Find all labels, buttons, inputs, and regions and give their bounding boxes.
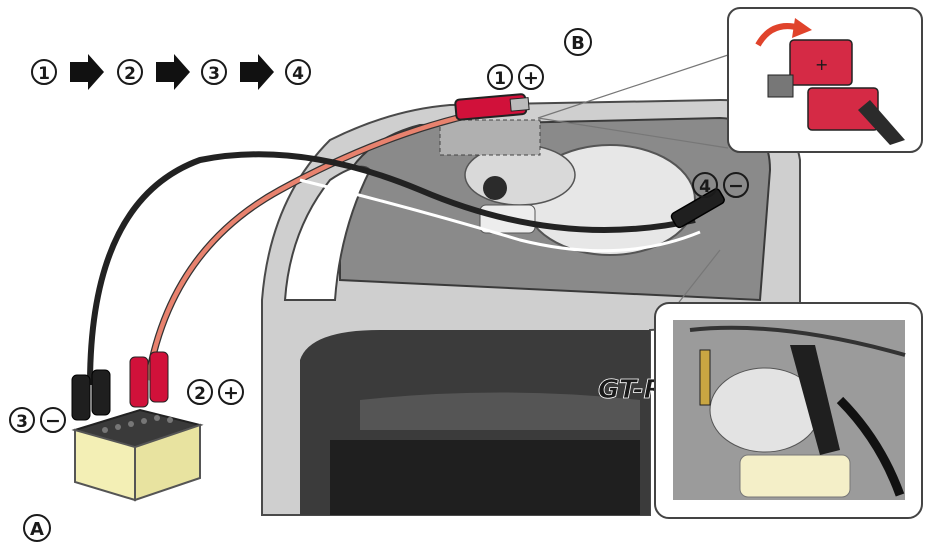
callout-step1-positive: 1 + bbox=[487, 64, 544, 90]
bumper-shade bbox=[360, 392, 640, 430]
callout-a: A bbox=[23, 514, 51, 542]
callout-step4-negative: 4 − bbox=[692, 172, 749, 198]
inset-cable-2 bbox=[689, 325, 906, 357]
inset-reservoir bbox=[739, 454, 851, 498]
step1-number: 1 bbox=[494, 69, 506, 89]
arrow-right-icon bbox=[70, 54, 104, 90]
clamps bbox=[71, 93, 725, 421]
terminal-cover-base bbox=[807, 87, 879, 131]
step-circle bbox=[31, 59, 57, 85]
callout-b: B bbox=[564, 28, 592, 56]
step2-number: 2 bbox=[194, 384, 206, 404]
booster-battery bbox=[71, 408, 204, 502]
negative-cable bbox=[87, 151, 696, 386]
step3-number: 3 bbox=[16, 412, 28, 432]
engine-cap bbox=[483, 176, 507, 200]
positive-clamp-car bbox=[454, 93, 530, 121]
step-circle bbox=[201, 59, 227, 85]
sequence-step-2: 2 bbox=[124, 64, 136, 84]
step-circle bbox=[117, 59, 143, 85]
sequence-legend: 1 2 3 4 bbox=[31, 54, 311, 90]
terminal-cover-open bbox=[789, 39, 853, 86]
battery-side bbox=[134, 423, 201, 502]
vehicle-label: B bbox=[571, 33, 585, 54]
battery-compartment bbox=[439, 119, 541, 156]
battery-label: A bbox=[30, 519, 44, 540]
terminal-post bbox=[767, 74, 794, 98]
callout-step2-positive: 2 + bbox=[187, 379, 244, 405]
arrow-right-icon bbox=[240, 54, 274, 90]
inset-clamp bbox=[790, 345, 840, 455]
step4-number: 4 bbox=[699, 177, 711, 197]
step1-sign: + bbox=[523, 67, 539, 89]
arrow-head-icon bbox=[792, 18, 812, 38]
inset-bolt bbox=[699, 349, 711, 406]
callout-step3-negative: 3 − bbox=[9, 407, 66, 433]
cable-sheath bbox=[299, 178, 701, 253]
negative-clamp-battery bbox=[71, 369, 111, 421]
sequence-step-1: 1 bbox=[38, 64, 50, 84]
arrow-right-icon bbox=[156, 54, 190, 90]
step4-sign: − bbox=[728, 175, 744, 197]
positive-clamp-battery bbox=[129, 351, 169, 408]
emblem-text: GT-R bbox=[598, 375, 664, 405]
gtr-emblem: GT-R bbox=[598, 375, 664, 406]
inset-cable bbox=[836, 396, 905, 497]
step3-sign: − bbox=[45, 410, 61, 432]
inset-terminal-cover: + bbox=[537, 7, 923, 153]
inset-ground-point bbox=[654, 249, 923, 519]
terminal-cable bbox=[858, 100, 905, 145]
grille bbox=[330, 440, 640, 515]
sequence-step-4: 4 bbox=[292, 64, 304, 84]
step2-sign: + bbox=[223, 382, 239, 404]
sequence-step-3: 3 bbox=[208, 64, 220, 84]
positive-cable-fill bbox=[145, 110, 479, 381]
negative-clamp-car bbox=[670, 188, 725, 229]
cables bbox=[87, 109, 701, 386]
terminal-plus-mark: + bbox=[815, 55, 828, 74]
step-circle bbox=[285, 59, 311, 85]
